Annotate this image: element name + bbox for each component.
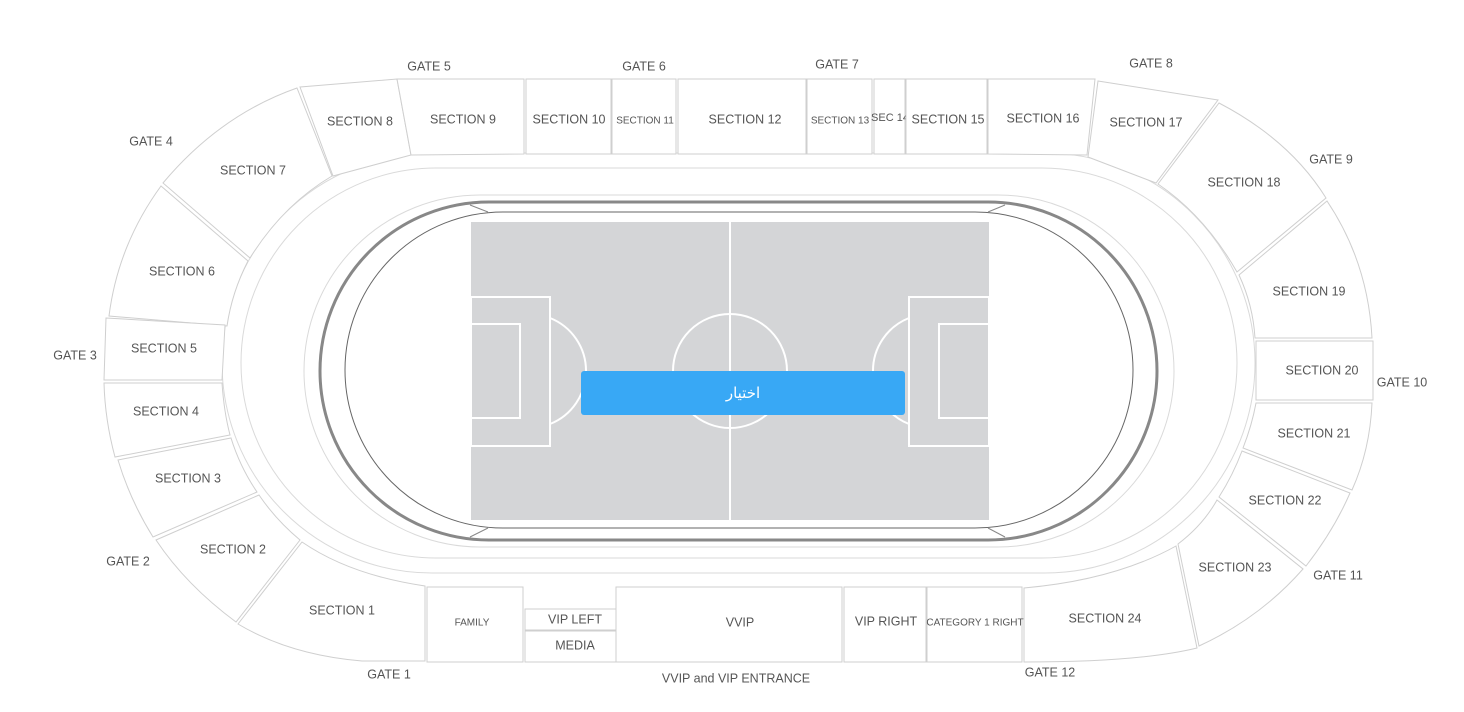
track-corner-line [469, 527, 489, 538]
gate-1-label: GATE 1 [367, 667, 411, 681]
section-24[interactable]: SECTION 24 [1023, 545, 1198, 663]
section-12[interactable]: SECTION 12 [677, 78, 807, 155]
track-corner-line [987, 527, 1006, 538]
section-10[interactable]: SECTION 10 [525, 78, 612, 155]
select-button[interactable]: اختيار [581, 371, 905, 415]
section-9[interactable]: SECTION 9 [396, 78, 525, 156]
vip-right[interactable]: VIP RIGHT [843, 586, 927, 663]
left-goal-box [470, 323, 521, 419]
right-goal-box [938, 323, 990, 419]
gate-12-label: GATE 12 [1025, 665, 1076, 679]
section-5[interactable]: SECTION 5 [103, 317, 226, 381]
section-20[interactable]: SECTION 20 [1255, 340, 1374, 401]
gate-3-label: GATE 3 [53, 348, 97, 362]
media[interactable]: MEDIA [524, 630, 627, 663]
gate-6-label: GATE 6 [622, 59, 666, 73]
running-track-outer [318, 200, 1159, 542]
family[interactable]: FAMILY [426, 586, 524, 663]
category-1-right[interactable]: CATEGORY 1 RIGHT [926, 586, 1024, 663]
gate-10-label: GATE 10 [1377, 375, 1428, 389]
gate-8-label: GATE 8 [1129, 56, 1173, 70]
vvip-vip-entrance-label: VVIP and VIP ENTRANCE [662, 671, 810, 685]
stand-inner-ring [303, 194, 1175, 548]
section-13[interactable]: SECTION 13 [806, 78, 873, 155]
vip-left[interactable]: VIP LEFT [524, 608, 627, 631]
gate-11-label: GATE 11 [1313, 568, 1363, 582]
vvip[interactable]: VVIP [615, 586, 843, 663]
section-15[interactable]: SECTION 15 [905, 78, 988, 155]
gate-4-label: GATE 4 [129, 134, 173, 148]
track-corner-line [987, 204, 1006, 213]
inner-concourse-ring [240, 167, 1238, 559]
gate-2-label: GATE 2 [106, 554, 150, 568]
section-14[interactable]: SEC 14 [871, 78, 909, 155]
section-11[interactable]: SECTION 11 [611, 78, 677, 155]
track-corner-line [469, 204, 489, 213]
section-16[interactable]: SECTION 16 [987, 78, 1096, 156]
running-track-inner [344, 211, 1134, 529]
gate-5-label: GATE 5 [407, 59, 451, 73]
gate-9-label: GATE 9 [1309, 152, 1353, 166]
gate-7-label: GATE 7 [815, 57, 859, 71]
